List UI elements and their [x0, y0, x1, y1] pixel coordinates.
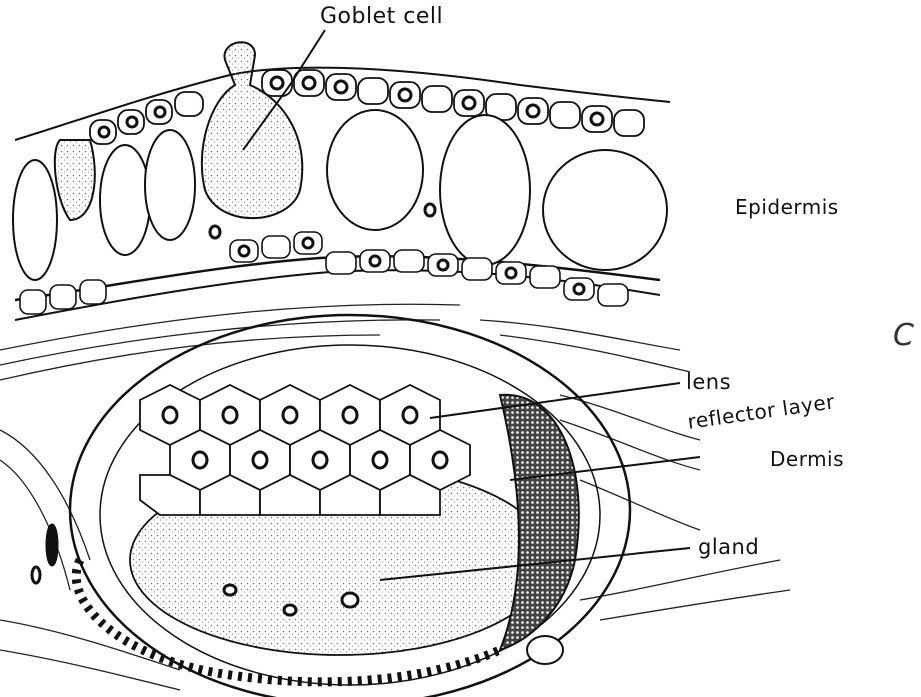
goblet-cell-label: Goblet cell — [320, 4, 443, 29]
epidermis-label: Epidermis — [735, 195, 839, 219]
gland-label: gland — [698, 535, 759, 559]
leader-lens — [430, 383, 680, 418]
figure-mark-c: C — [893, 318, 914, 353]
lens-label: lens — [686, 370, 731, 394]
lens-cells — [140, 385, 470, 515]
dermis-label: Dermis — [770, 447, 844, 471]
